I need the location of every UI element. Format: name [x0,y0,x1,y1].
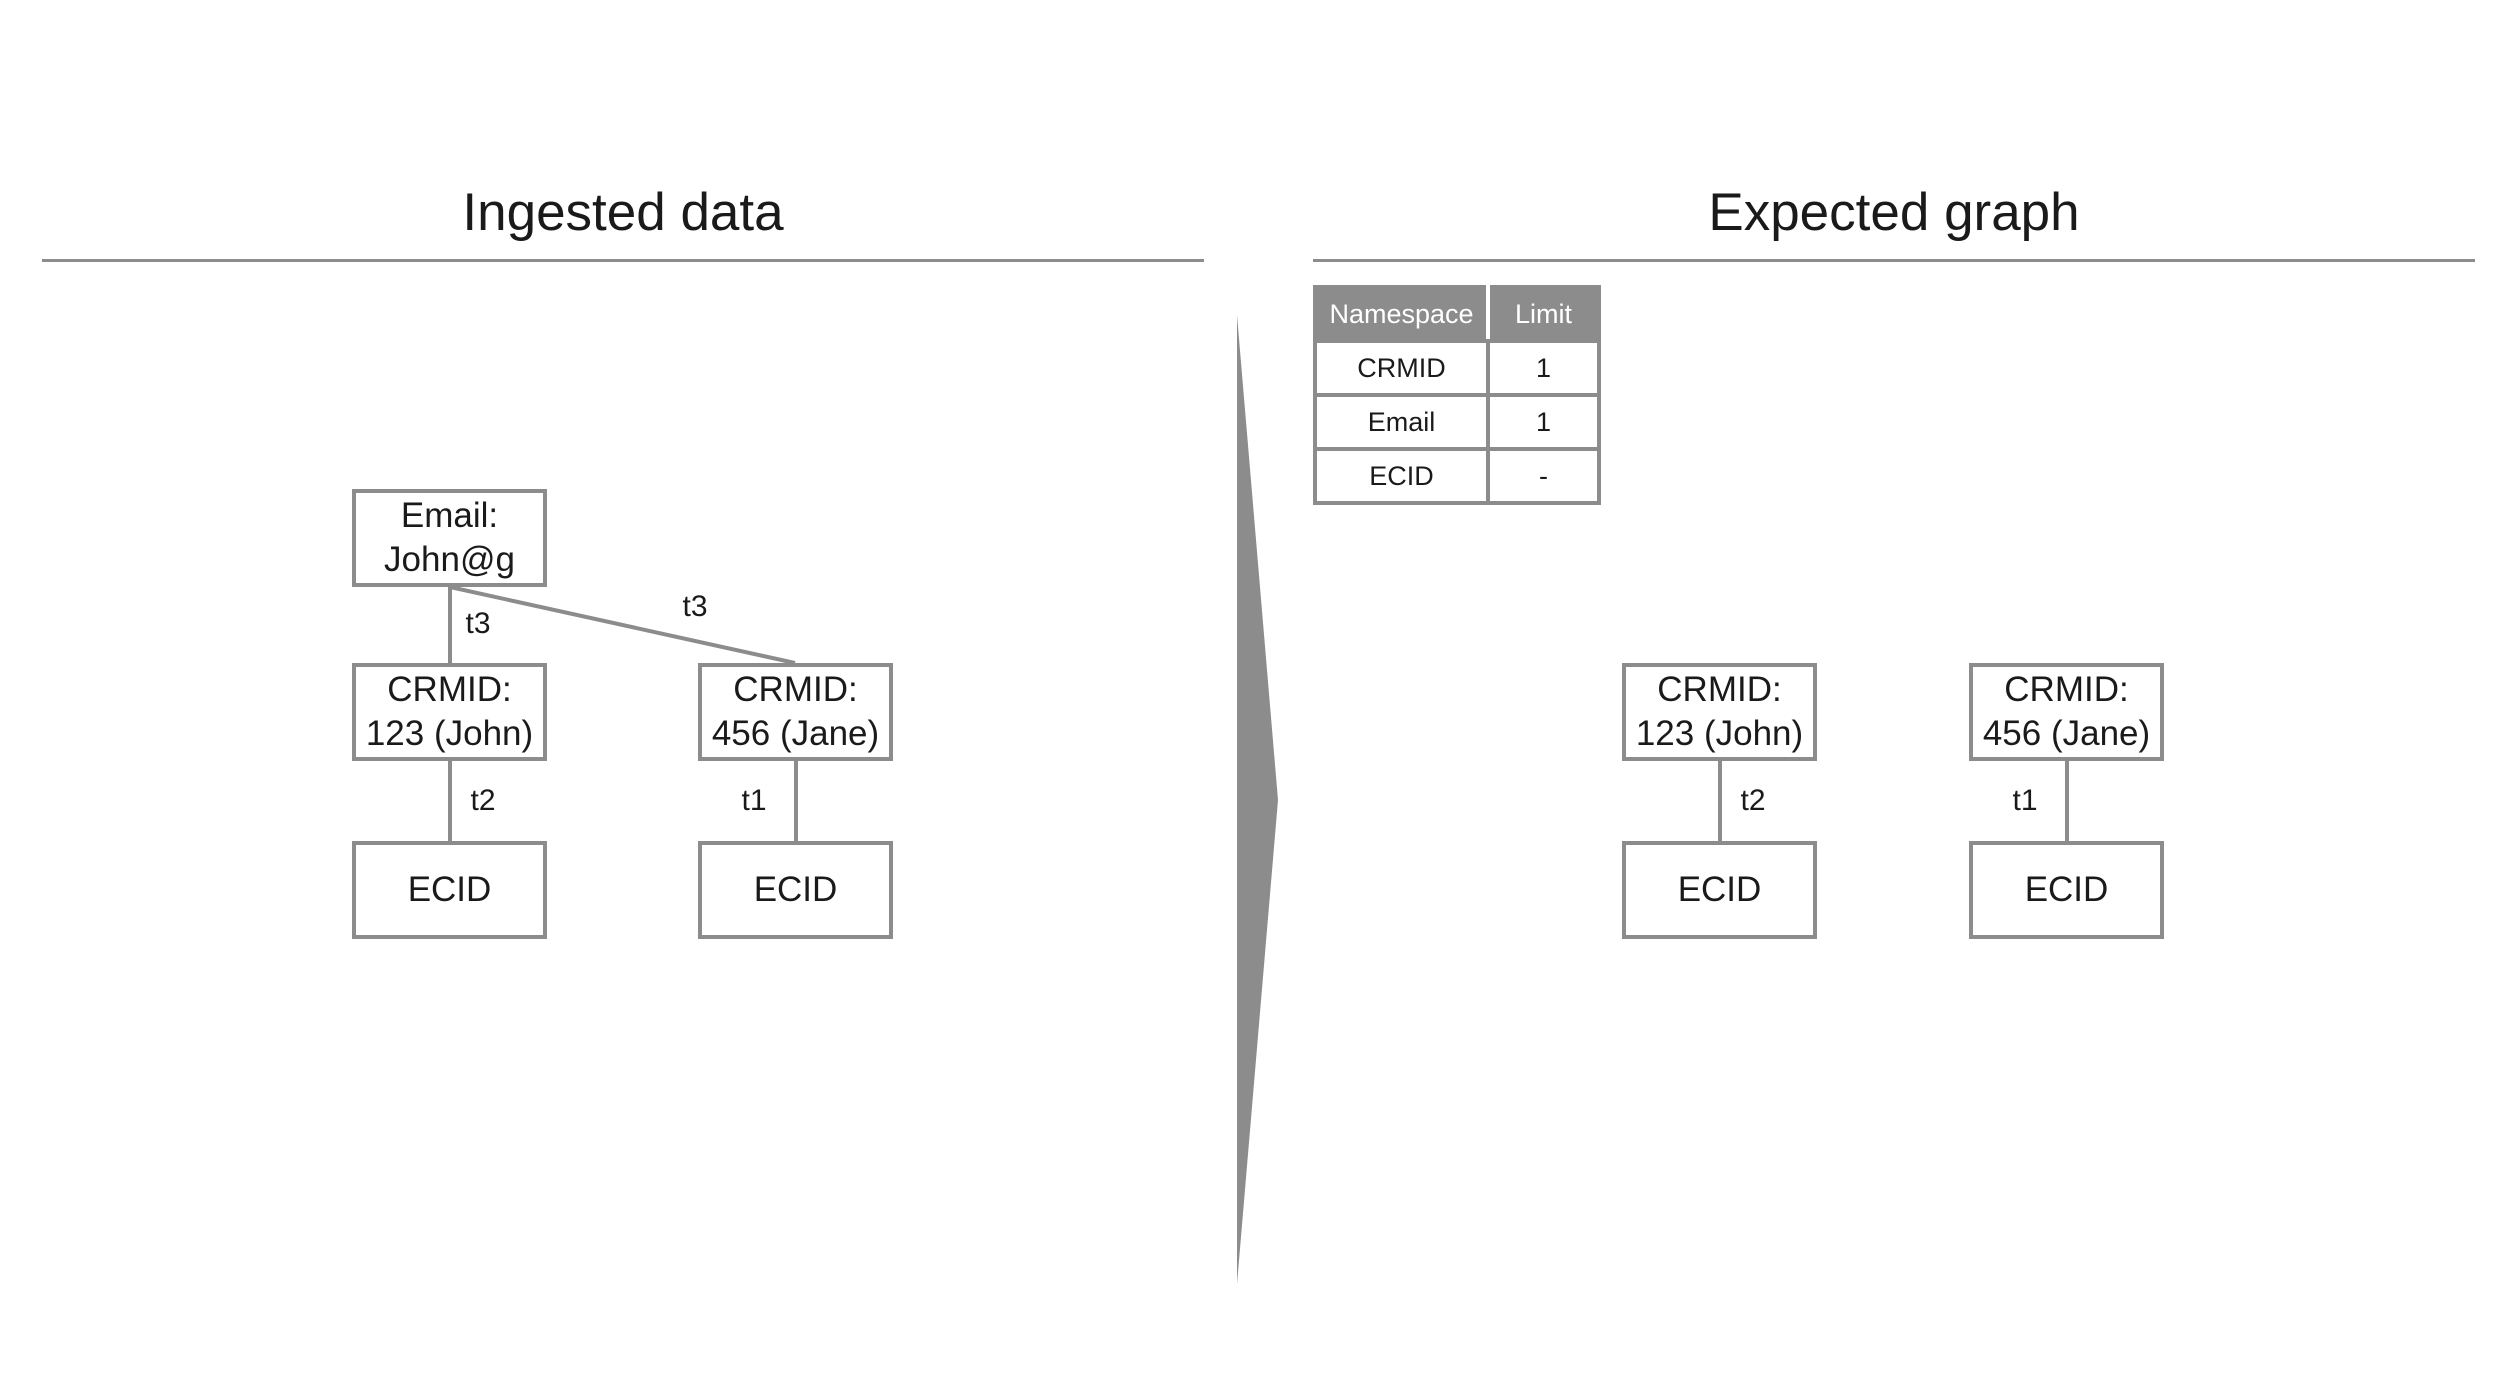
table-row: CRMID 1 [1313,339,1601,397]
expected-graph-heading: Expected graph [1708,183,2080,242]
namespace-cell: Email [1313,393,1490,451]
expected-ecid-john-node: ECID [1622,841,1817,939]
edge-label-john-to-ecid: t2 [470,784,496,817]
ingested-data-heading: Ingested data [462,183,784,242]
edge-label-email-to-john: t3 [465,607,491,640]
transition-arrow [1237,315,1278,1284]
namespace-column-header: Namespace [1313,285,1490,343]
edge-email-to-crmid-jane [449,585,796,665]
edge-label-email-to-jane: t3 [682,590,708,623]
limit-cell: 1 [1486,339,1601,397]
namespace-cell: ECID [1313,447,1490,505]
limit-cell: 1 [1486,393,1601,451]
ingested-crmid-jane-node: CRMID: 456 (Jane) [698,663,893,761]
expected-crmid-jane-node: CRMID: 456 (Jane) [1969,663,2164,761]
ingested-data-divider [42,259,1204,262]
expected-crmid-john-node: CRMID: 123 (John) [1622,663,1817,761]
expected-edge-label-jane-to-ecid: t1 [2012,784,2038,817]
table-header-row: Namespace Limit [1313,285,1601,343]
ingested-crmid-john-node: CRMID: 123 (John) [352,663,547,761]
limit-column-header: Limit [1486,285,1601,343]
expected-edge-label-john-to-ecid: t2 [1740,784,1766,817]
namespace-limits-table: Namespace Limit CRMID 1 Email 1 ECID - [1313,285,1601,505]
ingested-ecid-jane-node: ECID [698,841,893,939]
edge-label-jane-to-ecid: t1 [741,784,767,817]
expected-graph-divider [1313,259,2475,262]
table-row: Email 1 [1313,393,1601,451]
namespace-cell: CRMID [1313,339,1490,397]
ingested-email-node: Email: John@g [352,489,547,587]
expected-ecid-jane-node: ECID [1969,841,2164,939]
table-row: ECID - [1313,447,1601,505]
limit-cell: - [1486,447,1601,505]
ingested-ecid-john-node: ECID [352,841,547,939]
